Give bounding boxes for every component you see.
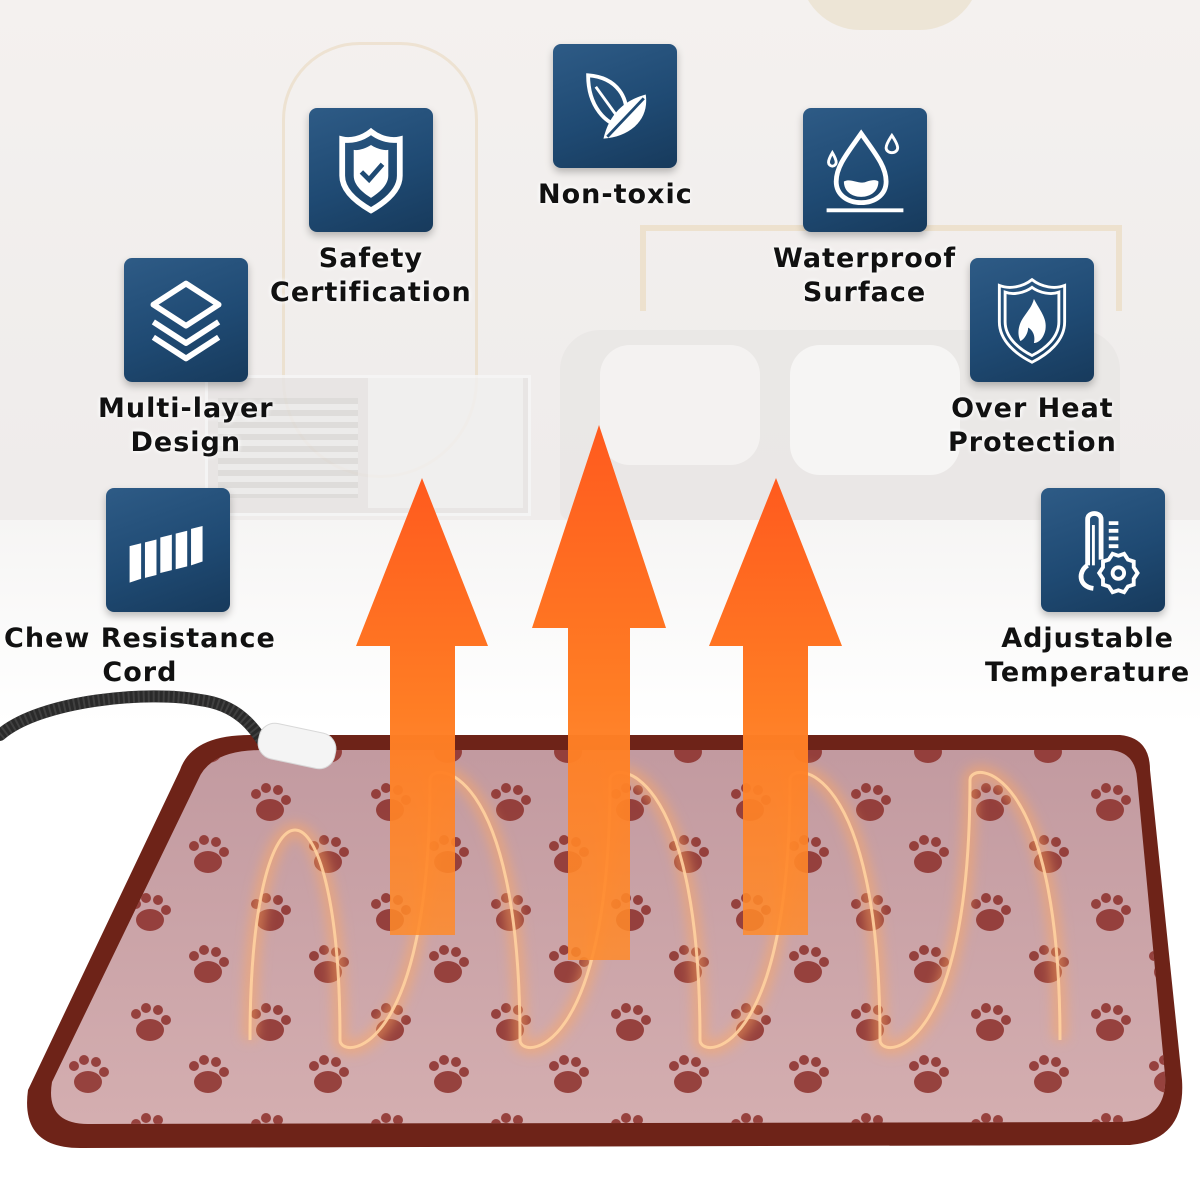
armored-cord-icon	[105, 488, 230, 612]
feature-safety-certification: Safety Certification	[270, 108, 472, 310]
feature-label: Protection	[948, 427, 1117, 458]
leaf-icon	[553, 44, 678, 168]
feature-over-heat-protection: Over Heat Protection	[948, 258, 1117, 460]
water-drop-icon	[802, 108, 927, 232]
feature-label: Waterproof	[773, 243, 957, 274]
pillow	[790, 345, 960, 475]
feature-label: Design	[130, 427, 242, 458]
flame-shield-icon	[970, 258, 1095, 382]
feature-label: Chew Resistance	[4, 623, 276, 654]
cord-connector	[257, 722, 337, 770]
cabinet-shelf	[218, 398, 358, 498]
feature-label: Cord	[102, 657, 178, 688]
feature-label: Multi-layer	[98, 393, 274, 424]
feature-non-toxic: Non-toxic	[538, 44, 693, 212]
shield-check-icon	[308, 108, 433, 232]
feature-label: Surface	[802, 277, 927, 308]
feature-label: Adjustable	[1001, 623, 1174, 654]
feature-label: Certification	[270, 277, 472, 308]
feature-chew-resistance-cord: Chew Resistance Cord	[4, 488, 276, 690]
feature-adjustable-temperature: Adjustable Temperature	[985, 488, 1190, 690]
feature-label: Over Heat	[951, 393, 1114, 424]
thermometer-knob-icon	[1040, 488, 1165, 612]
feature-label: Safety	[318, 243, 423, 274]
layers-icon	[123, 258, 248, 382]
feature-waterproof-surface: Waterproof Surface	[773, 108, 956, 310]
feature-label: Temperature	[985, 657, 1191, 688]
feature-label: Non-toxic	[538, 179, 693, 210]
feature-multi-layer-design: Multi-layer Design	[98, 258, 274, 460]
